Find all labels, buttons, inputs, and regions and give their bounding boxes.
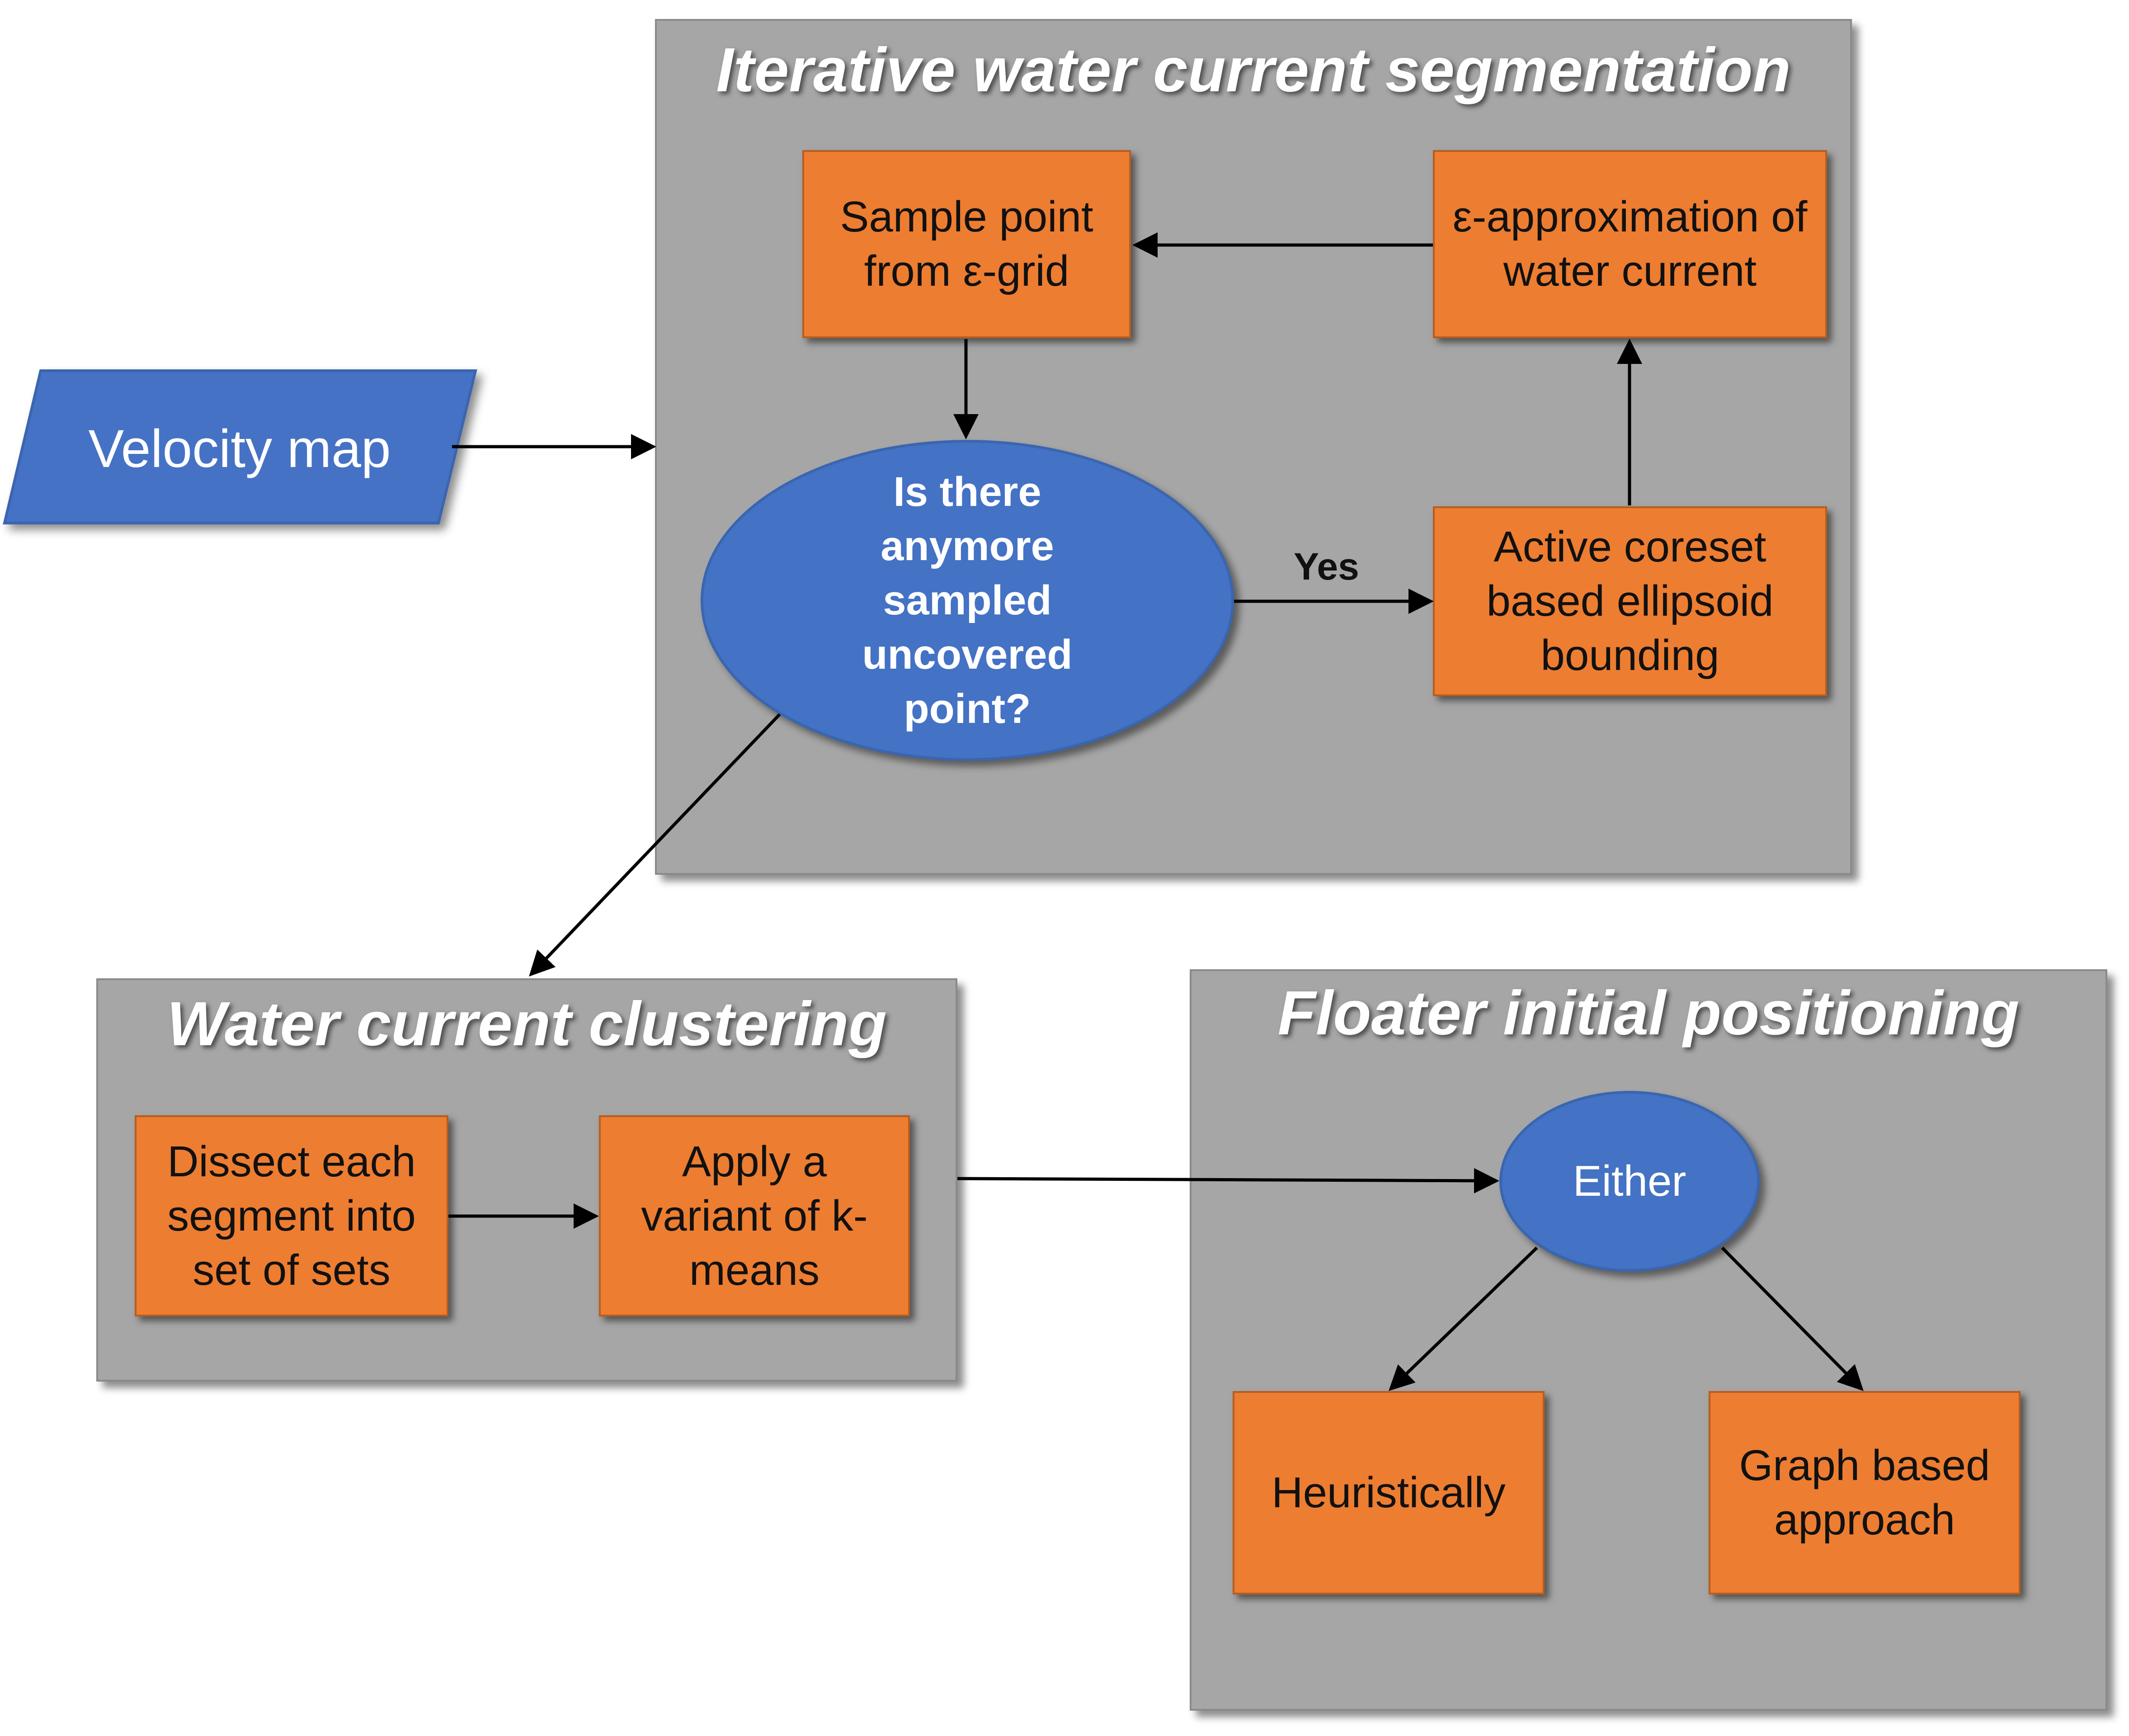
dissect-segment-box: Dissect each segment into set of sets (135, 1115, 448, 1316)
uncovered-point-decision: Is there anymore sampled uncovered point… (701, 440, 1234, 761)
velocity-map-label: Velocity map (88, 419, 391, 479)
epsilon-approximation-label: ε-approximation of water current (1452, 193, 1808, 295)
either-label: Either (1573, 1157, 1686, 1205)
yes-label: Yes (1294, 545, 1359, 588)
either-node: Either (1499, 1091, 1760, 1272)
clustering-title: Water current clustering (167, 989, 887, 1059)
uncovered-point-decision-label: Is there anymore sampled uncovered point… (862, 469, 1073, 732)
heuristically-label: Heuristically (1272, 1468, 1506, 1517)
sample-point-box: Sample point from ε-grid (802, 150, 1131, 338)
active-coreset-box: Active coreset based ellipsoid bounding (1433, 506, 1827, 696)
segmentation-panel: Iterative water current segmentation (655, 19, 1852, 875)
active-coreset-label: Active coreset based ellipsoid bounding (1486, 523, 1774, 679)
positioning-panel: Floater initial positioning (1190, 969, 2107, 1711)
k-means-label: Apply a variant of k- means (641, 1137, 868, 1294)
graph-approach-box: Graph based approach (1709, 1391, 2021, 1594)
epsilon-approximation-box: ε-approximation of water current (1433, 150, 1827, 338)
heuristically-box: Heuristically (1233, 1391, 1545, 1594)
segmentation-title: Iterative water current segmentation (716, 35, 1791, 105)
sample-point-label: Sample point from ε-grid (840, 193, 1093, 295)
dissect-segment-label: Dissect each segment into set of sets (167, 1137, 416, 1294)
k-means-box: Apply a variant of k- means (599, 1115, 910, 1316)
graph-approach-label: Graph based approach (1739, 1441, 1990, 1544)
positioning-title: Floater initial positioning (1277, 978, 2020, 1048)
